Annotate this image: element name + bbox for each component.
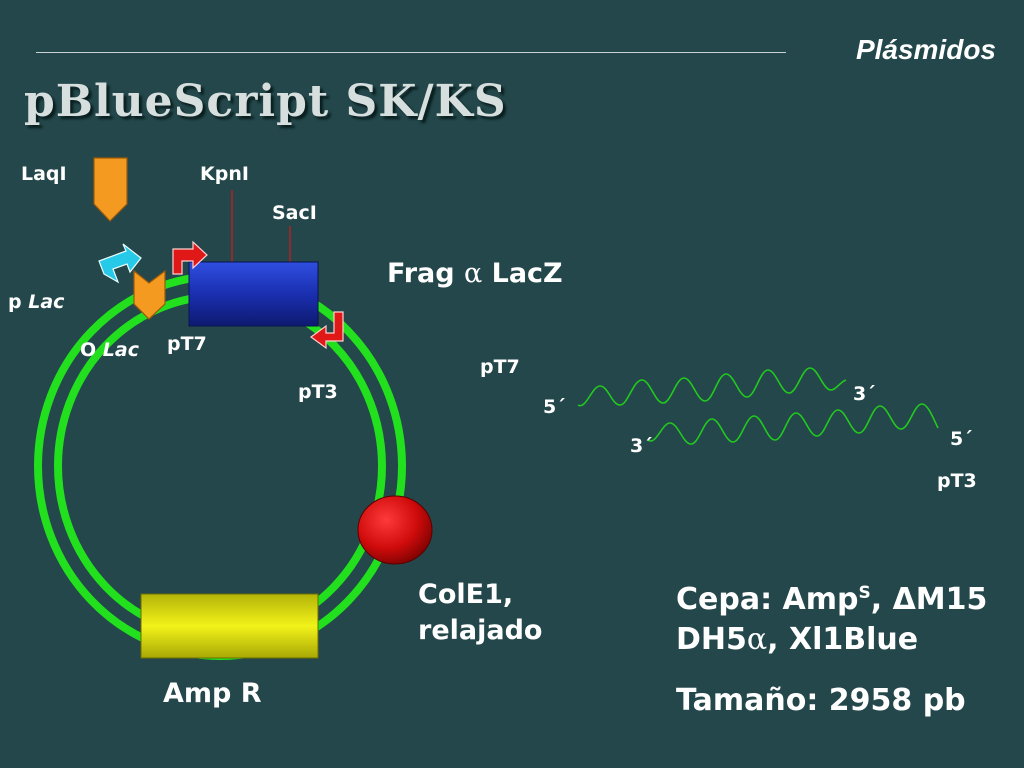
strand-pt3-label: pT3 [937, 470, 977, 492]
cole1-label: ColE1, relajado [418, 579, 543, 646]
laqi-label: LaqI [21, 163, 67, 185]
cole1-origin [357, 495, 433, 565]
size-line: Tamaño: 2958 pb [676, 683, 966, 718]
plac-label: p Lac [8, 291, 65, 313]
header-rule [36, 52, 786, 53]
laqi-marker [93, 157, 128, 222]
strand-pt7-label: pT7 [480, 356, 520, 378]
olac-marker [133, 269, 166, 320]
ampr-label: Amp R [163, 678, 262, 709]
bottom-strand-5-label: 5´ [950, 428, 973, 450]
bottom-strand-3-label: 3´ [630, 435, 653, 457]
plac-arrow [98, 243, 142, 284]
strain-line: DH5α, Xl1Blue [676, 622, 919, 657]
pt3-plasmid-label: pT3 [298, 381, 338, 403]
slide-title: pBlueScript SK/KS [24, 76, 507, 127]
ampr-box [140, 593, 319, 659]
pt3-arrow [309, 311, 344, 350]
lacz-box [188, 261, 319, 327]
pt7-plasmid-label: pT7 [167, 333, 207, 355]
kpni-label: KpnI [200, 163, 249, 185]
pt7-arrow [172, 240, 208, 275]
top-strand-3-label: 3´ [853, 383, 876, 405]
saci-label: SacI [272, 202, 317, 224]
cepa-line: Cepa: AmpS, ΔM15 [676, 582, 988, 617]
alpha-symbol: α [463, 258, 483, 289]
olac-label: O Lac [80, 339, 139, 361]
section-title: Plásmidos [855, 34, 996, 65]
bottom-strand-wave [647, 403, 939, 445]
top-strand-wave [577, 367, 847, 407]
lacz-label: Frag α LacZ [387, 258, 563, 289]
top-strand-5-label: 5´ [543, 396, 566, 418]
